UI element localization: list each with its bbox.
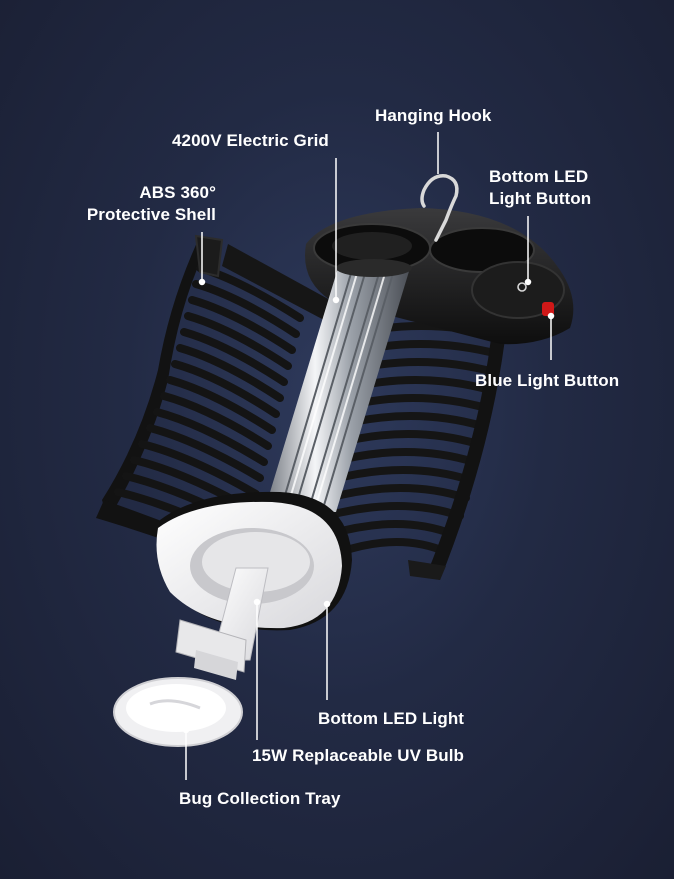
- label-uv-bulb: 15W Replaceable UV Bulb: [252, 746, 465, 765]
- label-bottom-led-light: Bottom LED Light: [318, 709, 465, 728]
- label-bottom-led-button: Bottom LED Light Button: [489, 166, 591, 210]
- leader-lines: [182, 132, 555, 780]
- label-protective-shell-line1: ABS 360°: [139, 183, 216, 202]
- label-bug-tray: Bug Collection Tray: [179, 789, 341, 808]
- electric-grid: [264, 259, 412, 513]
- bottom-led-light-button[interactable]: [517, 282, 527, 292]
- label-protective-shell-line2: Protective Shell: [86, 205, 216, 224]
- bottom-led-light: [156, 491, 352, 631]
- label-hanging-hook: Hanging Hook: [375, 106, 492, 125]
- blue-light-button[interactable]: [542, 302, 554, 316]
- hanging-hook: [420, 174, 459, 242]
- bug-collection-tray: [113, 677, 243, 747]
- label-bottom-led-button-line1: Bottom LED: [489, 167, 589, 186]
- uv-bulb: [175, 567, 269, 680]
- label-blue-light-button: Blue Light Button: [475, 371, 620, 390]
- label-protective-shell: ABS 360° Protective Shell: [60, 182, 216, 226]
- label-bottom-led-button-line2: Light Button: [489, 189, 592, 208]
- label-electric-grid: 4200V Electric Grid: [172, 131, 329, 150]
